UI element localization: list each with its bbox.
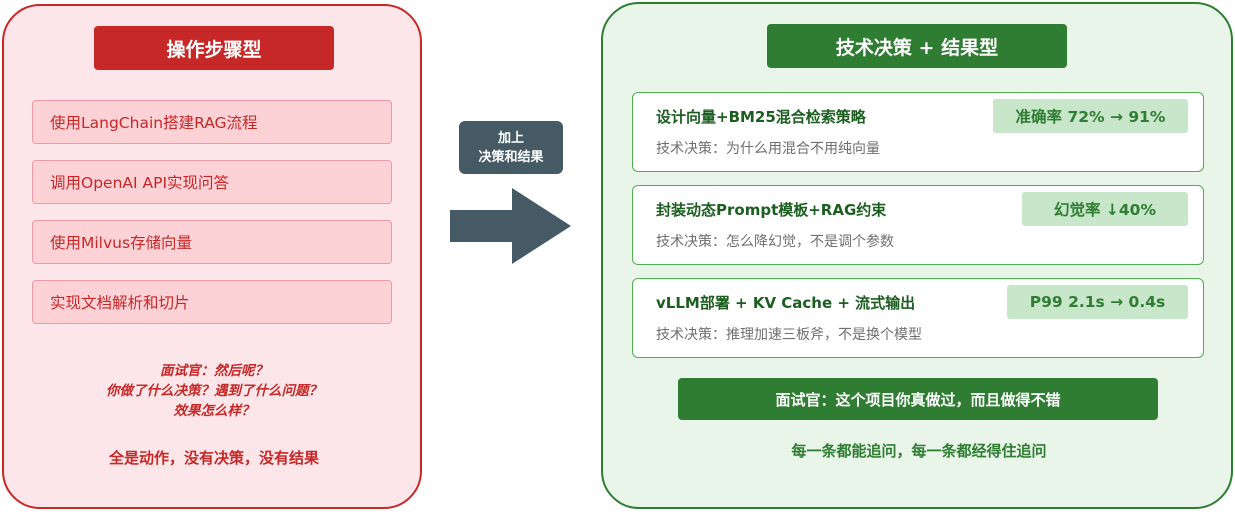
right-panel-title: 技术决策 + 结果型 (767, 24, 1067, 68)
decision-result-panel: 技术决策 + 结果型 设计向量+BM25混合检索策略 技术决策：为什么用混合不用… (601, 2, 1233, 509)
operation-steps-panel: 操作步骤型 使用LangChain搭建RAG流程 调用OpenAI API实现问… (2, 4, 422, 509)
decision-card: 设计向量+BM25混合检索策略 技术决策：为什么用混合不用纯向量 准确率 72%… (632, 92, 1204, 172)
step-label: 使用Milvus存储向量 (50, 234, 193, 252)
question-line: 你做了什么决策？遇到了什么问题？ (106, 383, 322, 399)
step-item: 使用Milvus存储向量 (32, 220, 392, 264)
step-item: 实现文档解析和切片 (32, 280, 392, 324)
decision-note: 技术决策：怎么降幻觉，不是调个参数 (656, 234, 894, 250)
step-item: 调用OpenAI API实现问答 (32, 160, 392, 204)
decision-card: 封装动态Prompt模板+RAG约束 技术决策：怎么降幻觉，不是调个参数 幻觉率… (632, 185, 1204, 265)
decision-card: vLLM部署 + KV Cache + 流式输出 技术决策：推理加速三板斧，不是… (632, 278, 1204, 358)
right-verdict: 每一条都能追问，每一条都经得住追问 (791, 442, 1047, 460)
arrow-label: 加上 决策和结果 (459, 121, 563, 174)
question-line: 面试官：然后呢？ (160, 363, 268, 379)
decision-title: 封装动态Prompt模板+RAG约束 (656, 201, 887, 219)
decision-title: vLLM部署 + KV Cache + 流式输出 (656, 294, 916, 312)
right-arrow-icon (450, 188, 571, 264)
decision-title: 设计向量+BM25混合检索策略 (656, 108, 866, 126)
step-label: 使用LangChain搭建RAG流程 (50, 114, 258, 132)
decision-note: 技术决策：为什么用混合不用纯向量 (656, 141, 880, 157)
metric-badge: 幻觉率 ↓40% (1022, 192, 1188, 226)
interviewer-question: 面试官：然后呢？ 你做了什么决策？遇到了什么问题？ 效果怎么样？ (44, 361, 384, 421)
step-item: 使用LangChain搭建RAG流程 (32, 100, 392, 144)
step-label: 调用OpenAI API实现问答 (50, 174, 230, 192)
arrow-label-line: 决策和结果 (478, 149, 544, 165)
metric-badge: P99 2.1s → 0.4s (1007, 285, 1188, 319)
interviewer-response: 面试官：这个项目你真做过，而且做得不错 (678, 378, 1158, 420)
left-panel-title: 操作步骤型 (94, 26, 334, 70)
left-verdict: 全是动作，没有决策，没有结果 (108, 449, 319, 467)
decision-note: 技术决策：推理加速三板斧，不是换个模型 (656, 327, 922, 343)
arrow-label-line: 加上 (497, 130, 524, 146)
step-label: 实现文档解析和切片 (50, 294, 190, 312)
question-line: 效果怎么样？ (173, 403, 255, 419)
metric-badge: 准确率 72% → 91% (993, 99, 1188, 133)
